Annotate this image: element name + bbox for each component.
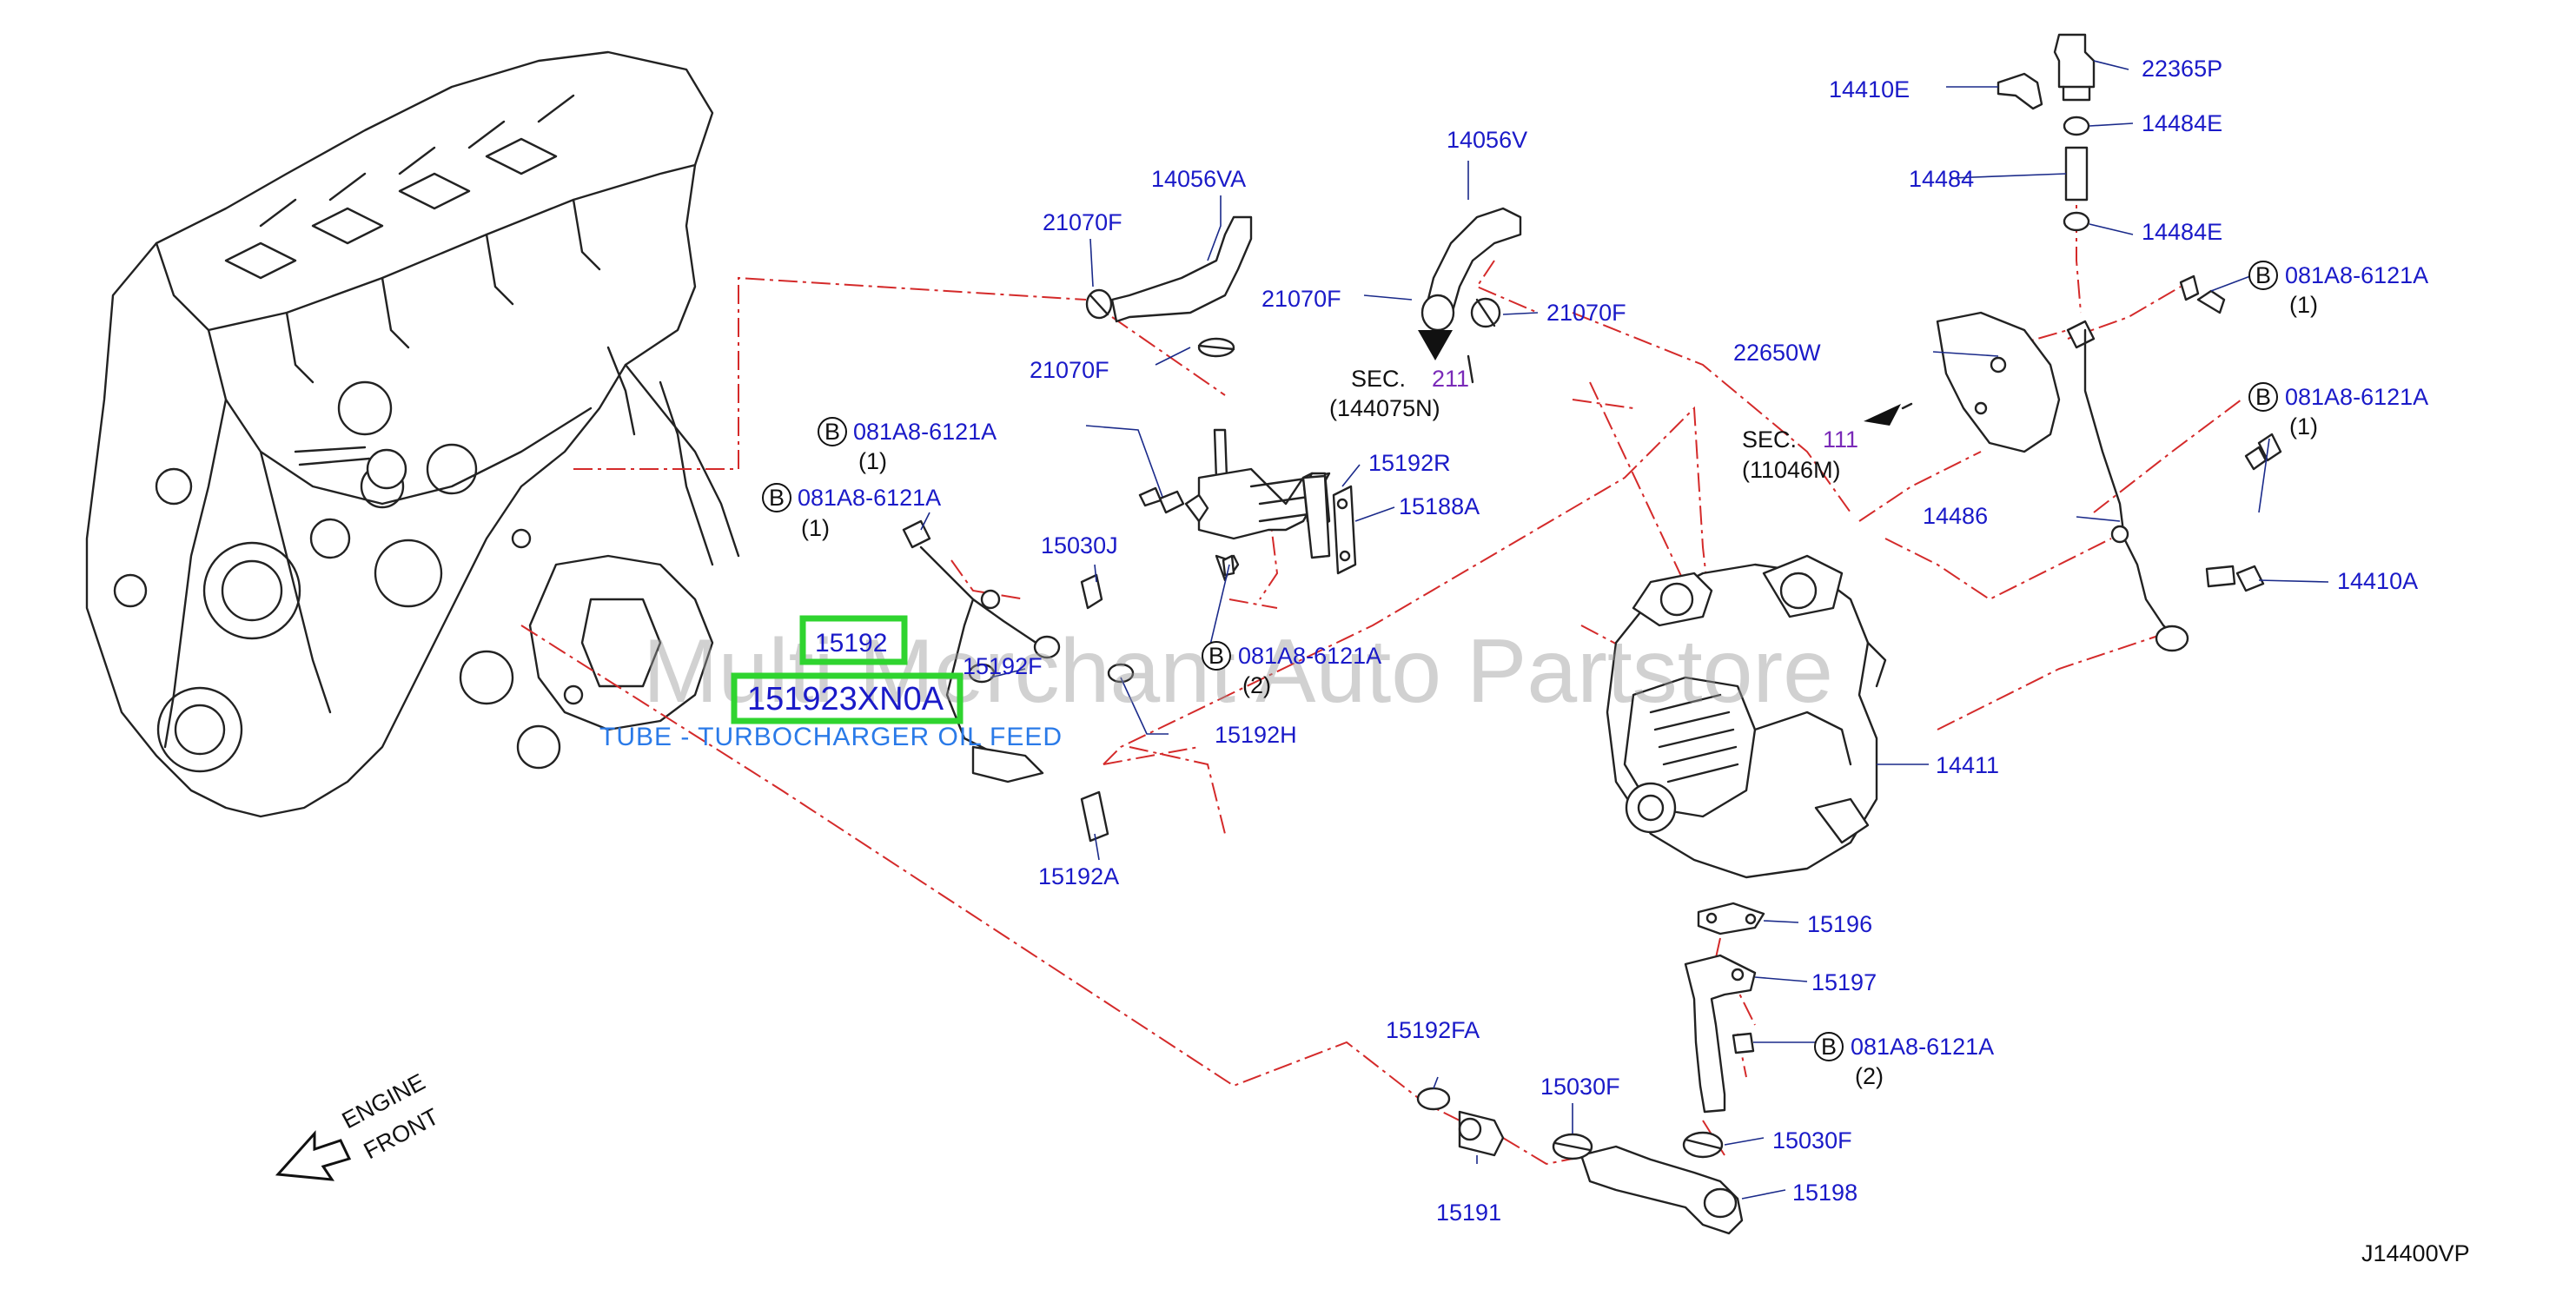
watermark-text: Multi Merchant Auto Partstore: [643, 621, 1833, 722]
bolt-letter: B: [2255, 262, 2271, 288]
label-15188A[interactable]: 15188A: [1399, 493, 1480, 519]
label-21070F-a[interactable]: 21070F: [1043, 209, 1122, 235]
bolt-callout-d: B 081A8-6121A (1): [2248, 261, 2428, 318]
label-081A8-6121A-b[interactable]: 081A8-6121A: [798, 485, 941, 511]
engine-front-indicator: ENGINE FRONT: [275, 1068, 443, 1181]
label-15196[interactable]: 15196: [1807, 911, 1872, 937]
label-081A8-6121A-d[interactable]: 081A8-6121A: [2285, 262, 2428, 288]
label-14484[interactable]: 14484: [1909, 166, 1974, 192]
diagram-code: J14400VP: [2361, 1240, 2470, 1266]
leader-lines: [920, 60, 2329, 1200]
qty-081A8-6121A-c: (2): [1242, 672, 1271, 698]
bolt-circle-icon: [762, 483, 791, 512]
oil-tube-14486-drawing: [2083, 274, 2282, 652]
label-15192A[interactable]: 15192A: [1038, 863, 1119, 889]
pressure-sensor-drawing: [1997, 33, 2096, 232]
bracket-drawing: [1936, 311, 2096, 453]
coolant-pipe-parts: [1138, 428, 1357, 582]
engine-block-drawing: [85, 50, 740, 818]
label-15192FA[interactable]: 15192FA: [1386, 1017, 1480, 1043]
highlight-callout: 15192 151923XN0A TUBE - TURBOCHARGER OIL…: [599, 615, 1063, 751]
label-22365P[interactable]: 22365P: [2142, 56, 2222, 82]
sec-211-callout: SEC. 211 (144075N): [1329, 366, 1469, 421]
label-14411[interactable]: 14411: [1936, 752, 1999, 778]
label-081A8-6121A-f[interactable]: 081A8-6121A: [1851, 1034, 1994, 1060]
sec-211-sub: (144075N): [1329, 395, 1440, 421]
label-15191[interactable]: 15191: [1436, 1200, 1501, 1226]
bolt-circle-icon: [818, 417, 847, 446]
label-21070F-d[interactable]: 21070F: [1546, 300, 1626, 326]
label-22650W[interactable]: 22650W: [1733, 340, 1821, 366]
label-14056VA[interactable]: 14056VA: [1151, 166, 1246, 192]
label-15192H[interactable]: 15192H: [1215, 722, 1297, 748]
bolt-letter: B: [769, 485, 785, 511]
bolt-circle-icon: [2248, 261, 2278, 290]
sec-211-prefix: SEC.: [1351, 366, 1406, 392]
label-081A8-6121A-e[interactable]: 081A8-6121A: [2285, 384, 2428, 410]
label-14484E-b[interactable]: 14484E: [2142, 219, 2222, 245]
bolt-letter: B: [1821, 1034, 1837, 1060]
label-14486[interactable]: 14486: [1923, 503, 1988, 529]
water-hose-parts: [1085, 207, 1522, 384]
bolt-circle-icon: [1202, 641, 1231, 671]
label-15192R[interactable]: 15192R: [1368, 450, 1451, 476]
bolt-letter: B: [824, 419, 840, 445]
bolt-callout-e: B 081A8-6121A (1): [2248, 382, 2428, 440]
label-14056V[interactable]: 14056V: [1447, 127, 1527, 153]
highlight-ref-text[interactable]: 15192: [815, 629, 887, 658]
label-15030F-a[interactable]: 15030F: [1540, 1074, 1620, 1100]
turbocharger-drawing: [1606, 554, 1887, 879]
label-15030J[interactable]: 15030J: [1041, 532, 1118, 559]
oil-drain-drawing: [1552, 902, 1765, 1235]
sec-111-arrow-icon: [1864, 404, 1901, 426]
label-15030F-b[interactable]: 15030F: [1772, 1127, 1852, 1153]
label-14410E[interactable]: 14410E: [1829, 76, 1910, 102]
label-081A8-6121A-a[interactable]: 081A8-6121A: [853, 419, 997, 445]
bolt-letter: B: [1209, 643, 1224, 669]
label-14484E-a[interactable]: 14484E: [2142, 110, 2222, 136]
sec-111-callout: SEC. 111 (11046M): [1742, 426, 1858, 483]
label-15197[interactable]: 15197: [1811, 969, 1877, 995]
engine-front-arrow-icon: [275, 1130, 352, 1181]
highlight-part-number[interactable]: 151923XN0A: [747, 681, 944, 717]
callout-labels: 14056VA 21070F 21070F 14056V 21070F 2107…: [762, 56, 2428, 1226]
label-21070F-b[interactable]: 21070F: [1030, 357, 1109, 383]
sec-111-prefix: SEC.: [1742, 426, 1797, 453]
bolt-callout-f: B 081A8-6121A (2): [1814, 1032, 1994, 1089]
highlight-part-number-box: [731, 672, 964, 724]
qty-081A8-6121A-b: (1): [801, 515, 830, 541]
bolt-callout-a: B 081A8-6121A (1): [818, 417, 997, 474]
qty-081A8-6121A-a: (1): [858, 448, 887, 474]
bolt-circle-icon: [1814, 1032, 1844, 1061]
label-15192F[interactable]: 15192F: [963, 653, 1043, 679]
highlight-description: TUBE - TURBOCHARGER OIL FEED: [599, 723, 1063, 751]
qty-081A8-6121A-e: (1): [2289, 413, 2318, 440]
label-14410A[interactable]: 14410A: [2337, 568, 2418, 594]
sec-211-number[interactable]: 211: [1432, 366, 1469, 392]
label-081A8-6121A-c[interactable]: 081A8-6121A: [1238, 643, 1381, 669]
bolt-letter: B: [2255, 384, 2271, 410]
sec-111-sub: (11046M): [1742, 457, 1841, 483]
bolt-circle-icon: [2248, 382, 2278, 412]
oil-return-fitting-drawing: [1416, 1087, 1505, 1157]
qty-081A8-6121A-d: (1): [2289, 292, 2318, 318]
qty-081A8-6121A-f: (2): [1855, 1063, 1884, 1089]
sec-111-number[interactable]: 111: [1823, 426, 1858, 453]
oil-feed-tube-drawing: [902, 519, 1135, 843]
bolt-callout-c: B 081A8-6121A (2): [1202, 641, 1381, 698]
label-15198[interactable]: 15198: [1792, 1180, 1858, 1206]
highlight-ref-box: [799, 615, 908, 665]
label-21070F-c[interactable]: 21070F: [1262, 286, 1341, 312]
bolt-callout-b: B 081A8-6121A (1): [762, 483, 941, 541]
